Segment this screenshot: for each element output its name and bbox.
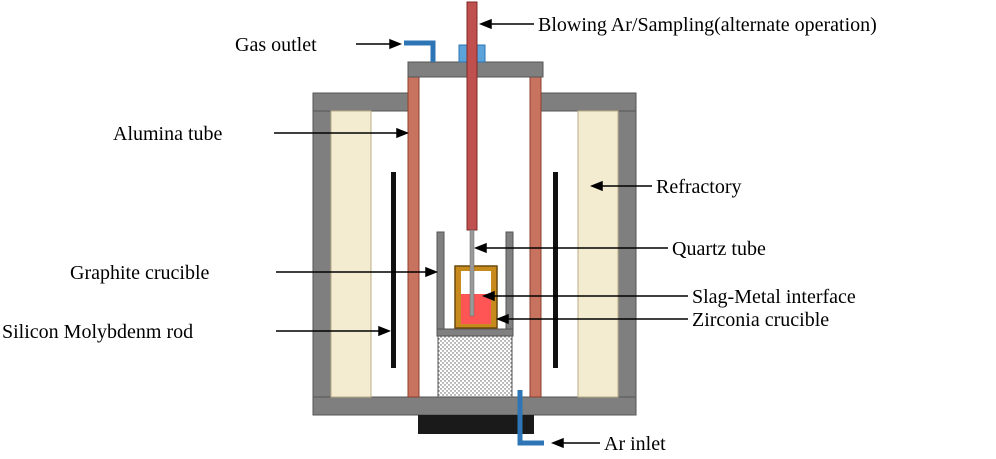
- blowing-tube: [466, 1, 478, 231]
- arrowhead-alumina-tube: [396, 127, 410, 139]
- label-slag-metal: Slag-Metal interface: [692, 286, 856, 308]
- furnace-top-left: [312, 92, 411, 112]
- alumina-tube-left: [407, 76, 420, 398]
- furnace-shell: [312, 92, 637, 416]
- arrowhead-gas-outlet: [389, 38, 403, 50]
- arrowhead-blowing-ar: [478, 18, 492, 30]
- leader-lines: [274, 18, 688, 449]
- base-block: [418, 415, 534, 434]
- furnace-right-wall: [617, 92, 637, 416]
- label-refractory: Refractory: [656, 176, 742, 198]
- gas-outlet-pipe: [404, 40, 436, 62]
- arrowhead-silicon-rod: [378, 325, 392, 337]
- silicon-rod-right: [553, 172, 558, 368]
- label-graphite-crucible: Graphite crucible: [70, 262, 209, 284]
- label-alumina-tube: Alumina tube: [113, 123, 223, 145]
- label-quartz-tube: Quartz tube: [672, 238, 766, 260]
- arrowhead-graphite-crucible: [425, 266, 439, 278]
- label-blowing-ar: Blowing Ar/Sampling(alternate operation): [538, 14, 877, 36]
- label-silicon-rod: Silicon Molybdenm rod: [2, 321, 193, 343]
- furnace-top-right: [540, 92, 637, 112]
- melt: [461, 294, 491, 324]
- furnace-left-wall: [312, 92, 332, 416]
- silicon-rod-left: [391, 172, 396, 368]
- arrowhead-refractory: [589, 180, 603, 192]
- quartz-tube: [469, 229, 475, 317]
- arrowhead-ar-inlet: [550, 437, 564, 449]
- label-ar-inlet: Ar inlet: [604, 433, 666, 455]
- ar-inlet-pipe: [517, 390, 544, 446]
- refractory-right: [577, 110, 619, 398]
- support-block: [437, 335, 513, 398]
- arrowhead-zirconia-crucible: [495, 313, 509, 325]
- label-zirconia-crucible: Zirconia crucible: [692, 309, 829, 331]
- furnace-bottom: [312, 396, 637, 416]
- graphite-crucible-left-wall: [436, 231, 445, 337]
- arrowhead-quartz-tube: [473, 242, 487, 254]
- alumina-tube-right: [529, 76, 542, 398]
- refractory-left: [330, 110, 372, 398]
- arrowhead-slag-metal: [481, 290, 495, 302]
- label-gas-outlet: Gas outlet: [235, 34, 317, 56]
- graphite-crucible-bottom: [436, 328, 514, 337]
